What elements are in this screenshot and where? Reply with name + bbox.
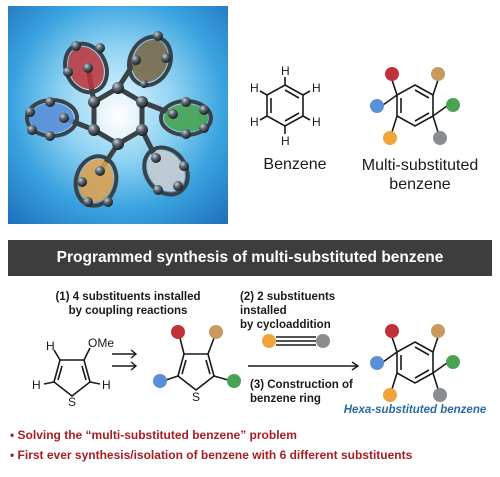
- svg-text:H: H: [281, 134, 290, 148]
- main-reaction-arrow: [248, 361, 360, 371]
- bullet-point-2: • First ever synthesis/isolation of benz…: [10, 448, 413, 462]
- step2-line2: by cycloaddition: [240, 319, 331, 331]
- alkyne-reagent: [262, 334, 330, 348]
- multi-label-line1: Multi-substituted: [361, 157, 479, 174]
- svg-text:H: H: [46, 339, 55, 353]
- product-name-label: Hexa-substituted benzene: [343, 404, 487, 416]
- svg-text:H: H: [281, 64, 290, 78]
- bullet-point-1: • Solving the “multi-substituted benzene…: [10, 428, 297, 442]
- methoxythiophene-structure: H OMe H H S: [32, 336, 114, 409]
- benzene-label: Benzene: [263, 156, 327, 173]
- step2-caption: (2) 2 substituents installed by cycloadd…: [240, 290, 380, 332]
- svg-text:H: H: [312, 81, 321, 95]
- svg-text:S: S: [192, 390, 200, 404]
- multi-substituted-label: Multi-substituted benzene: [345, 156, 495, 194]
- step1-line1: (1) 4 substituents installed: [55, 291, 201, 303]
- step1-arrows: [112, 349, 138, 371]
- svg-text:H: H: [250, 115, 259, 129]
- multi-benzene-structure: [370, 67, 460, 145]
- benzene-hydrogens: H H H H H H: [250, 64, 321, 148]
- hero-molecule-image: [8, 6, 228, 224]
- step3-caption: (3) Construction of benzene ring: [250, 378, 360, 406]
- substituted-thiophene-structure: S: [153, 325, 241, 404]
- step3-line1: (3) Construction of: [250, 379, 353, 391]
- title-banner: Programmed synthesis of multi-substitute…: [8, 240, 492, 276]
- svg-text:H: H: [250, 81, 259, 95]
- svg-text:OMe: OMe: [88, 336, 114, 350]
- svg-text:H: H: [102, 378, 111, 392]
- step1-line2: by coupling reactions: [68, 305, 188, 317]
- svg-text:H: H: [32, 378, 41, 392]
- step3-line2: benzene ring: [250, 393, 321, 405]
- banner-title: Programmed synthesis of multi-substitute…: [56, 249, 444, 266]
- svg-text:S: S: [68, 395, 76, 409]
- step2-line1: (2) 2 substituents installed: [240, 291, 336, 317]
- step1-caption: (1) 4 substituents installed by coupling…: [28, 290, 228, 318]
- svg-text:H: H: [312, 115, 321, 129]
- substituent-brown: [127, 34, 173, 88]
- multi-label-line2: benzene: [389, 176, 451, 193]
- product-benzene-structure: [370, 324, 460, 402]
- substituent-grey: [142, 145, 190, 197]
- benzene-structure: [259, 77, 311, 134]
- molecule-3d-model: [25, 31, 213, 208]
